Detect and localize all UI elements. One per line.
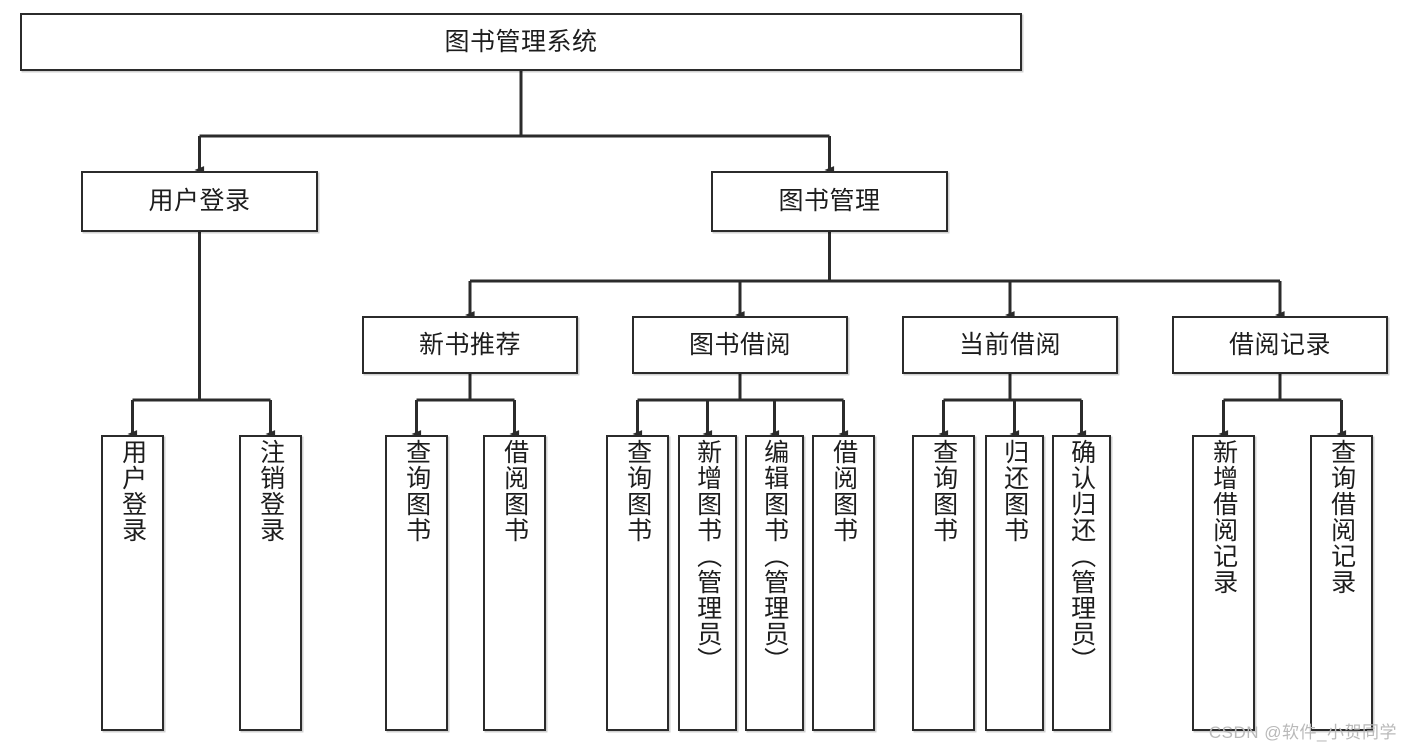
node-leaf-borrow-1[interactable]: 查询图书 — [606, 435, 669, 731]
node-leaf-borrow-4[interactable]: 借阅图书 — [812, 435, 875, 731]
node-leaf-rec-2[interactable]: 查询借阅记录 — [1310, 435, 1373, 731]
node-leaf-new-1[interactable]: 查询图书 — [385, 435, 448, 731]
node-label: 图书管理系统 — [444, 27, 598, 56]
node-label: 查询借阅记录 — [1327, 439, 1356, 595]
node-leaf-borrow-2[interactable]: 新增图书（管理员） — [678, 435, 737, 731]
node-label: 查询图书 — [623, 439, 652, 543]
node-label: 查询图书 — [929, 439, 958, 543]
node-label: 借阅记录 — [1228, 330, 1331, 359]
node-label: 图书管理 — [778, 187, 881, 216]
node-bookmgmt[interactable]: 图书管理 — [711, 171, 948, 232]
csdn-watermark: CSDN @软件_小贺同学 — [1208, 723, 1397, 742]
node-label: 图书借阅 — [688, 330, 791, 359]
node-label: 用户登录 — [118, 439, 147, 543]
node-leaf-rec-1[interactable]: 新增借阅记录 — [1192, 435, 1255, 731]
node-leaf-new-2[interactable]: 借阅图书 — [483, 435, 546, 731]
node-label: 确认归还（管理员） — [1067, 439, 1096, 673]
node-records[interactable]: 借阅记录 — [1172, 316, 1388, 374]
node-leaf-cur-3[interactable]: 确认归还（管理员） — [1052, 435, 1111, 731]
node-leaf-borrow-3[interactable]: 编辑图书（管理员） — [745, 435, 804, 731]
node-root[interactable]: 图书管理系统 — [20, 13, 1022, 71]
node-label: 归还图书 — [1000, 439, 1029, 543]
node-label: 新书推荐 — [418, 330, 521, 359]
node-leaf-cur-1[interactable]: 查询图书 — [912, 435, 975, 731]
node-login[interactable]: 用户登录 — [81, 171, 318, 232]
node-label: 新增图书（管理员） — [693, 439, 722, 673]
node-label: 借阅图书 — [829, 439, 858, 543]
node-leaf-login-1[interactable]: 用户登录 — [101, 435, 164, 731]
node-newbook[interactable]: 新书推荐 — [362, 316, 578, 374]
node-label: 新增借阅记录 — [1209, 439, 1238, 595]
node-current[interactable]: 当前借阅 — [902, 316, 1118, 374]
node-label: 当前借阅 — [958, 330, 1061, 359]
node-label: 借阅图书 — [500, 439, 529, 543]
node-label: 注销登录 — [256, 439, 285, 543]
node-label: 编辑图书（管理员） — [760, 439, 789, 673]
edges — [127, 71, 1347, 438]
node-leaf-login-2[interactable]: 注销登录 — [239, 435, 302, 731]
node-label: 查询图书 — [402, 439, 431, 543]
node-label: 用户登录 — [148, 187, 251, 216]
node-leaf-cur-2[interactable]: 归还图书 — [985, 435, 1044, 731]
node-borrow[interactable]: 图书借阅 — [632, 316, 848, 374]
